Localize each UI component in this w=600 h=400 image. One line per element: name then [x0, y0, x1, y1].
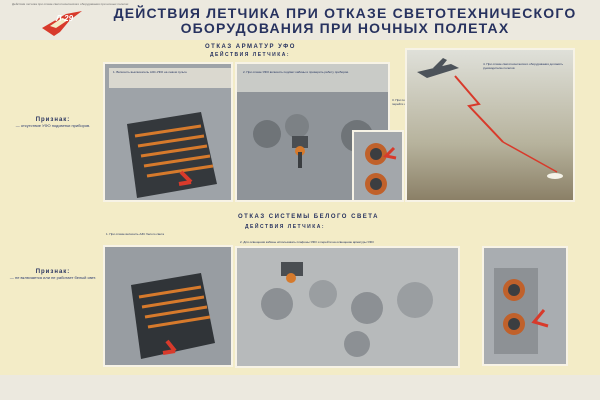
page-title: Действия летчика при отказе светотехниче… [113, 5, 577, 36]
section-2-heading: Отказ системы белого света [238, 214, 379, 220]
knob-illustration [484, 248, 566, 364]
section-2-sign: Признак: — не включается или не работает… [8, 269, 98, 280]
flight-scene-illustration [417, 58, 563, 179]
section-1-sign: Признак: — отсутствие УФО подсветки приб… [8, 117, 98, 128]
cockpit-illustration [237, 64, 388, 200]
logo-text: Л-29 [56, 14, 74, 23]
section-1-heading: Отказ арматур УФО [205, 44, 296, 50]
header-fineprint: Действия летчика при отказе светотехниче… [12, 2, 129, 6]
section-1-subheading: Действия летчика: [210, 52, 291, 58]
footer [0, 374, 600, 400]
section-2-caption-2: 2. Для освещения кабины использовать пла… [240, 240, 374, 244]
section-2-sign-text: — не включается или не работает белый св… [9, 275, 97, 280]
switch-panel-illustration [105, 247, 231, 365]
panel-night-flight: 4. При отказе светотехнического оборудов… [405, 48, 575, 202]
panel-knob-1 [352, 130, 404, 202]
cockpit-illustration [237, 248, 458, 366]
section-2-subheading: Действия летчика: [245, 224, 326, 230]
lightning-bolt-icon [454, 75, 504, 143]
knob-illustration [354, 132, 402, 200]
panel-2-caption: 2. При отказе УФО включить подсвет кабин… [243, 70, 349, 74]
panel-1-caption: 1. Включить выключатель АЗС-УФО на левом… [113, 70, 187, 74]
section-1-sign-text: — отсутствие УФО подсветки приборов. [15, 123, 91, 128]
panel-knob-3 [482, 246, 568, 366]
section-2-sign-title: Признак: [35, 269, 71, 275]
panel-4-caption: 4. При отказе светотехнического оборудов… [483, 62, 564, 70]
panel-switches-1: 1. Включить выключатель АЗС-УФО на левом… [103, 62, 233, 202]
logo: Л-29 [40, 8, 84, 38]
section-1-sign-title: Признак: [35, 117, 71, 123]
panel-cockpit-2 [235, 246, 460, 368]
aircraft-silhouette-icon [42, 11, 82, 36]
aircraft-icon [417, 58, 459, 78]
section-2-caption-1: 1. При отказе включить АЗС белого света [106, 232, 165, 236]
panel-switches-2 [103, 245, 233, 367]
switch-panel-illustration [105, 64, 231, 200]
